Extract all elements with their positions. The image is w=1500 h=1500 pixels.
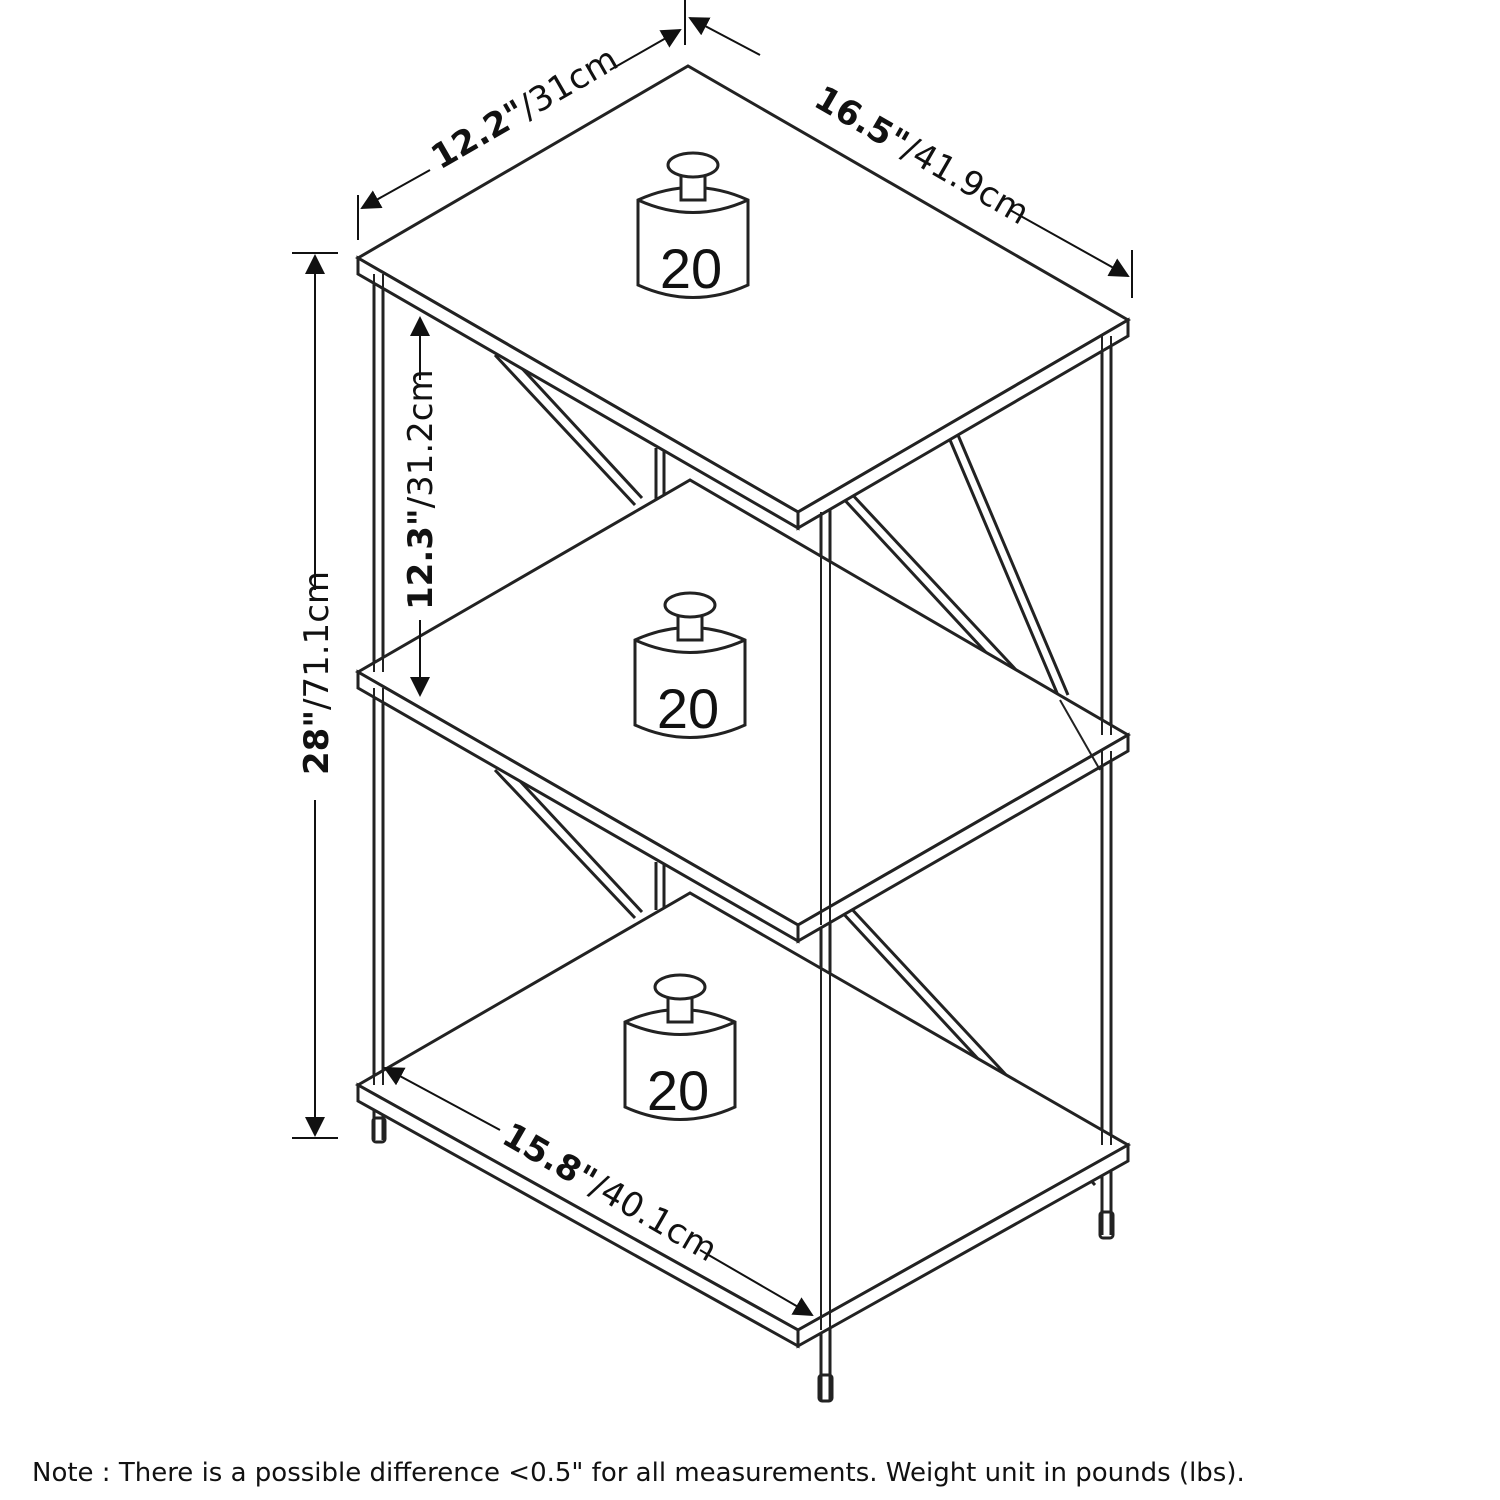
weight-label: 20 [647, 1059, 709, 1122]
weight-icon-top: 20 [636, 151, 750, 300]
weight-label: 20 [657, 677, 719, 740]
weight-icon-bottom: 20 [623, 973, 737, 1122]
height-dimension: 28"/71.1cm [297, 571, 337, 775]
weight-icon-middle: 20 [633, 591, 747, 740]
weight-label: 20 [660, 237, 722, 300]
measurement-note: Note : There is a possible difference <0… [32, 1458, 1245, 1488]
top-shelf [355, 64, 1131, 531]
bottom-shelf [354, 891, 1132, 1349]
shelf-gap-dimension: 12.3"/31.2cm [401, 369, 441, 610]
